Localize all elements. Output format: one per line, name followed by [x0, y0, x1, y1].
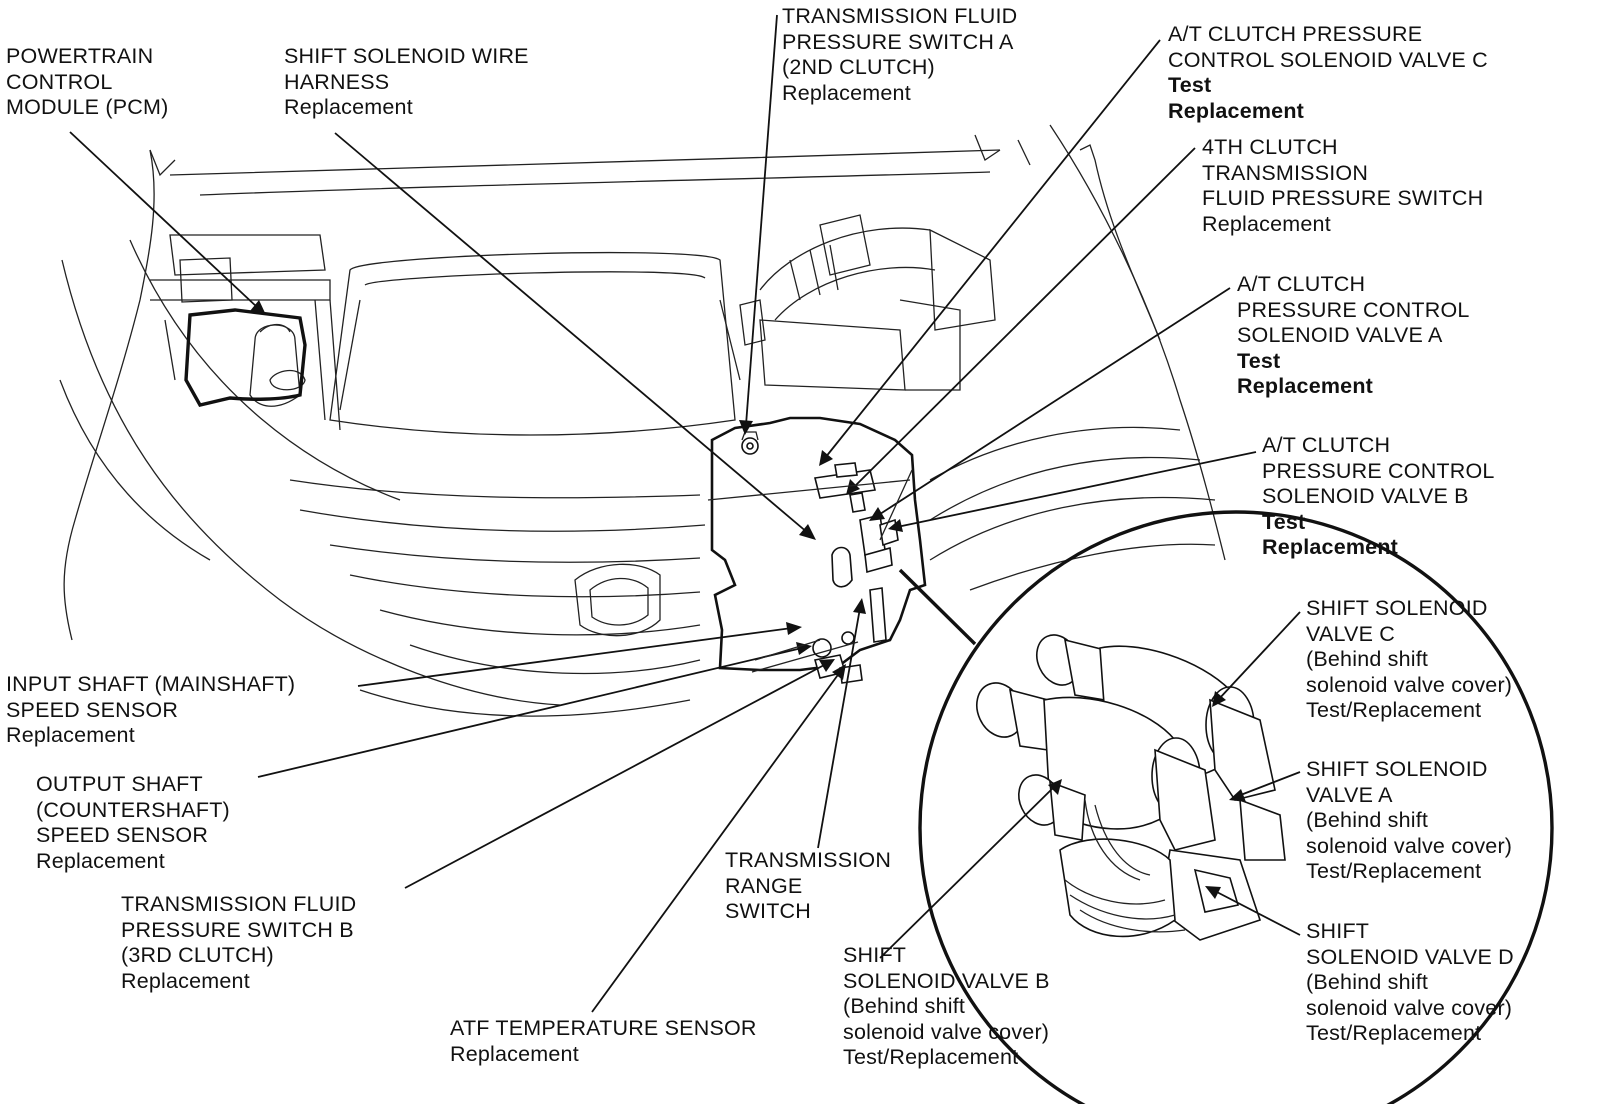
callout-line: solenoid valve cover) — [1306, 833, 1513, 858]
callout-line: SOLENOID VALVE A — [1237, 323, 1443, 347]
callout-line: VALVE A — [1306, 782, 1393, 807]
callout-input-shaft-sensor: INPUT SHAFT (MAINSHAFT) SPEED SENSOR Rep… — [6, 672, 295, 749]
callout-line: A/T CLUTCH — [1237, 272, 1366, 296]
callout-line-bold: Replacement — [1237, 374, 1374, 398]
callout-pcm: POWERTRAIN CONTROL MODULE (PCM) — [6, 44, 168, 121]
callout-line: TRANSMISSION — [1202, 160, 1369, 185]
callout-line: SHIFT SOLENOID — [1306, 596, 1488, 620]
callout-line: INPUT SHAFT (MAINSHAFT) — [6, 672, 296, 696]
callout-line-bold: Test — [1237, 348, 1281, 373]
callout-line: (COUNTERSHAFT) — [36, 797, 230, 822]
callout-line: Test/Replacement — [1306, 859, 1482, 883]
callout-at-clutch-solenoid-c: A/T CLUTCH PRESSURE CONTROL SOLENOID VAL… — [1168, 22, 1488, 124]
callout-line: VALVE C — [1306, 621, 1396, 646]
callout-line: SHIFT — [1306, 919, 1370, 943]
callout-shift-solenoid-d: SHIFT SOLENOID VALVE D (Behind shift sol… — [1306, 919, 1514, 1047]
callout-line: (Behind shift — [1306, 647, 1429, 671]
callout-4th-clutch-tfps: 4TH CLUTCH TRANSMISSION FLUID PRESSURE S… — [1202, 135, 1483, 237]
callout-line: CONTROL SOLENOID VALVE C — [1168, 47, 1488, 72]
callout-line: Replacement — [1202, 211, 1331, 236]
callout-at-clutch-solenoid-a: A/T CLUTCH PRESSURE CONTROL SOLENOID VAL… — [1237, 272, 1470, 400]
callout-line: A/T CLUTCH PRESSURE — [1168, 22, 1423, 46]
callout-line: POWERTRAIN — [6, 44, 154, 68]
vehicle-body-outline — [59, 124, 1226, 717]
callout-output-shaft-sensor: OUTPUT SHAFT (COUNTERSHAFT) SPEED SENSOR… — [36, 772, 230, 874]
callout-line: solenoid valve cover) — [1306, 672, 1513, 697]
engine-components — [150, 214, 996, 436]
transmission-case-outline — [710, 416, 927, 672]
callout-line: HARNESS — [284, 69, 390, 94]
callout-at-clutch-solenoid-b: A/T CLUTCH PRESSURE CONTROL SOLENOID VAL… — [1262, 433, 1495, 561]
callout-tfps-a: TRANSMISSION FLUID PRESSURE SWITCH A (2N… — [782, 4, 1017, 106]
callout-line: SOLENOID VALVE B — [843, 968, 1050, 993]
callout-line: SPEED SENSOR — [6, 697, 179, 722]
callout-line: OUTPUT SHAFT — [36, 772, 203, 796]
leader-lines — [69, 14, 1301, 1013]
callout-line: ATF TEMPERATURE SENSOR — [450, 1016, 757, 1040]
callout-line: MODULE (PCM) — [6, 95, 169, 119]
callout-atf-temperature-sensor: ATF TEMPERATURE SENSOR Replacement — [450, 1016, 757, 1067]
callout-line: TRANSMISSION — [725, 848, 892, 872]
callout-transmission-range-switch: TRANSMISSION RANGE SWITCH — [725, 848, 891, 925]
callout-line: SHIFT — [843, 943, 907, 967]
callout-line: (3RD CLUTCH) — [121, 943, 274, 967]
callout-line: Replacement — [782, 80, 911, 105]
callout-line: solenoid valve cover) — [843, 1019, 1050, 1044]
callout-line: PRESSURE CONTROL — [1262, 458, 1495, 483]
callout-line: (2ND CLUTCH) — [782, 55, 935, 79]
callout-line: SPEED SENSOR — [36, 823, 209, 847]
callout-line: Replacement — [6, 723, 135, 747]
callout-line: Replacement — [284, 95, 413, 119]
callout-line: (Behind shift — [1306, 970, 1429, 994]
callout-line: 4TH CLUTCH — [1202, 135, 1338, 159]
solenoid-detail-view — [918, 510, 1554, 1104]
callout-line: Replacement — [121, 968, 250, 993]
callout-line: A/T CLUTCH — [1262, 433, 1391, 457]
callout-line: FLUID PRESSURE SWITCH — [1202, 186, 1484, 210]
callout-line: Test/Replacement — [1306, 698, 1482, 722]
callout-line: (Behind shift — [843, 994, 966, 1018]
callout-line-bold: Replacement — [1168, 98, 1305, 123]
callout-line: (Behind shift — [1306, 808, 1429, 832]
callout-shift-solenoid-c: SHIFT SOLENOID VALVE C (Behind shift sol… — [1306, 596, 1512, 724]
callout-line: PRESSURE SWITCH A — [782, 29, 1014, 54]
callout-line: TRANSMISSION FLUID — [121, 892, 357, 916]
callout-line: SHIFT SOLENOID WIRE — [284, 44, 529, 68]
callout-line: TRANSMISSION FLUID — [782, 4, 1018, 28]
callout-line: CONTROL — [6, 69, 113, 94]
callout-shift-solenoid-a: SHIFT SOLENOID VALVE A (Behind shift sol… — [1306, 757, 1512, 885]
callout-shift-solenoid-wire-harness: SHIFT SOLENOID WIRE HARNESS Replacement — [284, 44, 529, 121]
callout-line: SHIFT SOLENOID — [1306, 757, 1488, 781]
callout-tfps-b: TRANSMISSION FLUID PRESSURE SWITCH B (3R… — [121, 892, 356, 994]
callout-line: solenoid valve cover) — [1306, 995, 1513, 1020]
transmission-parts — [741, 431, 899, 684]
callout-line-bold: Replacement — [1262, 535, 1399, 559]
callout-line: RANGE — [725, 873, 803, 898]
callout-line: Test/Replacement — [1306, 1021, 1482, 1045]
callout-line-bold: Test — [1262, 509, 1306, 534]
pcm-module — [184, 308, 307, 407]
callout-line: SOLENOID VALVE D — [1306, 944, 1514, 969]
callout-line: Replacement — [36, 848, 165, 873]
callout-line: Test/Replacement — [843, 1045, 1019, 1069]
callout-line: PRESSURE CONTROL — [1237, 297, 1470, 322]
callout-line: PRESSURE SWITCH B — [121, 917, 354, 942]
callout-line: Replacement — [450, 1041, 579, 1066]
callout-shift-solenoid-b: SHIFT SOLENOID VALVE B (Behind shift sol… — [843, 943, 1050, 1071]
detail-connector-line — [898, 568, 977, 646]
callout-line: SWITCH — [725, 899, 811, 923]
callout-line-bold: Test — [1168, 73, 1212, 97]
callout-line: SOLENOID VALVE B — [1262, 484, 1469, 508]
